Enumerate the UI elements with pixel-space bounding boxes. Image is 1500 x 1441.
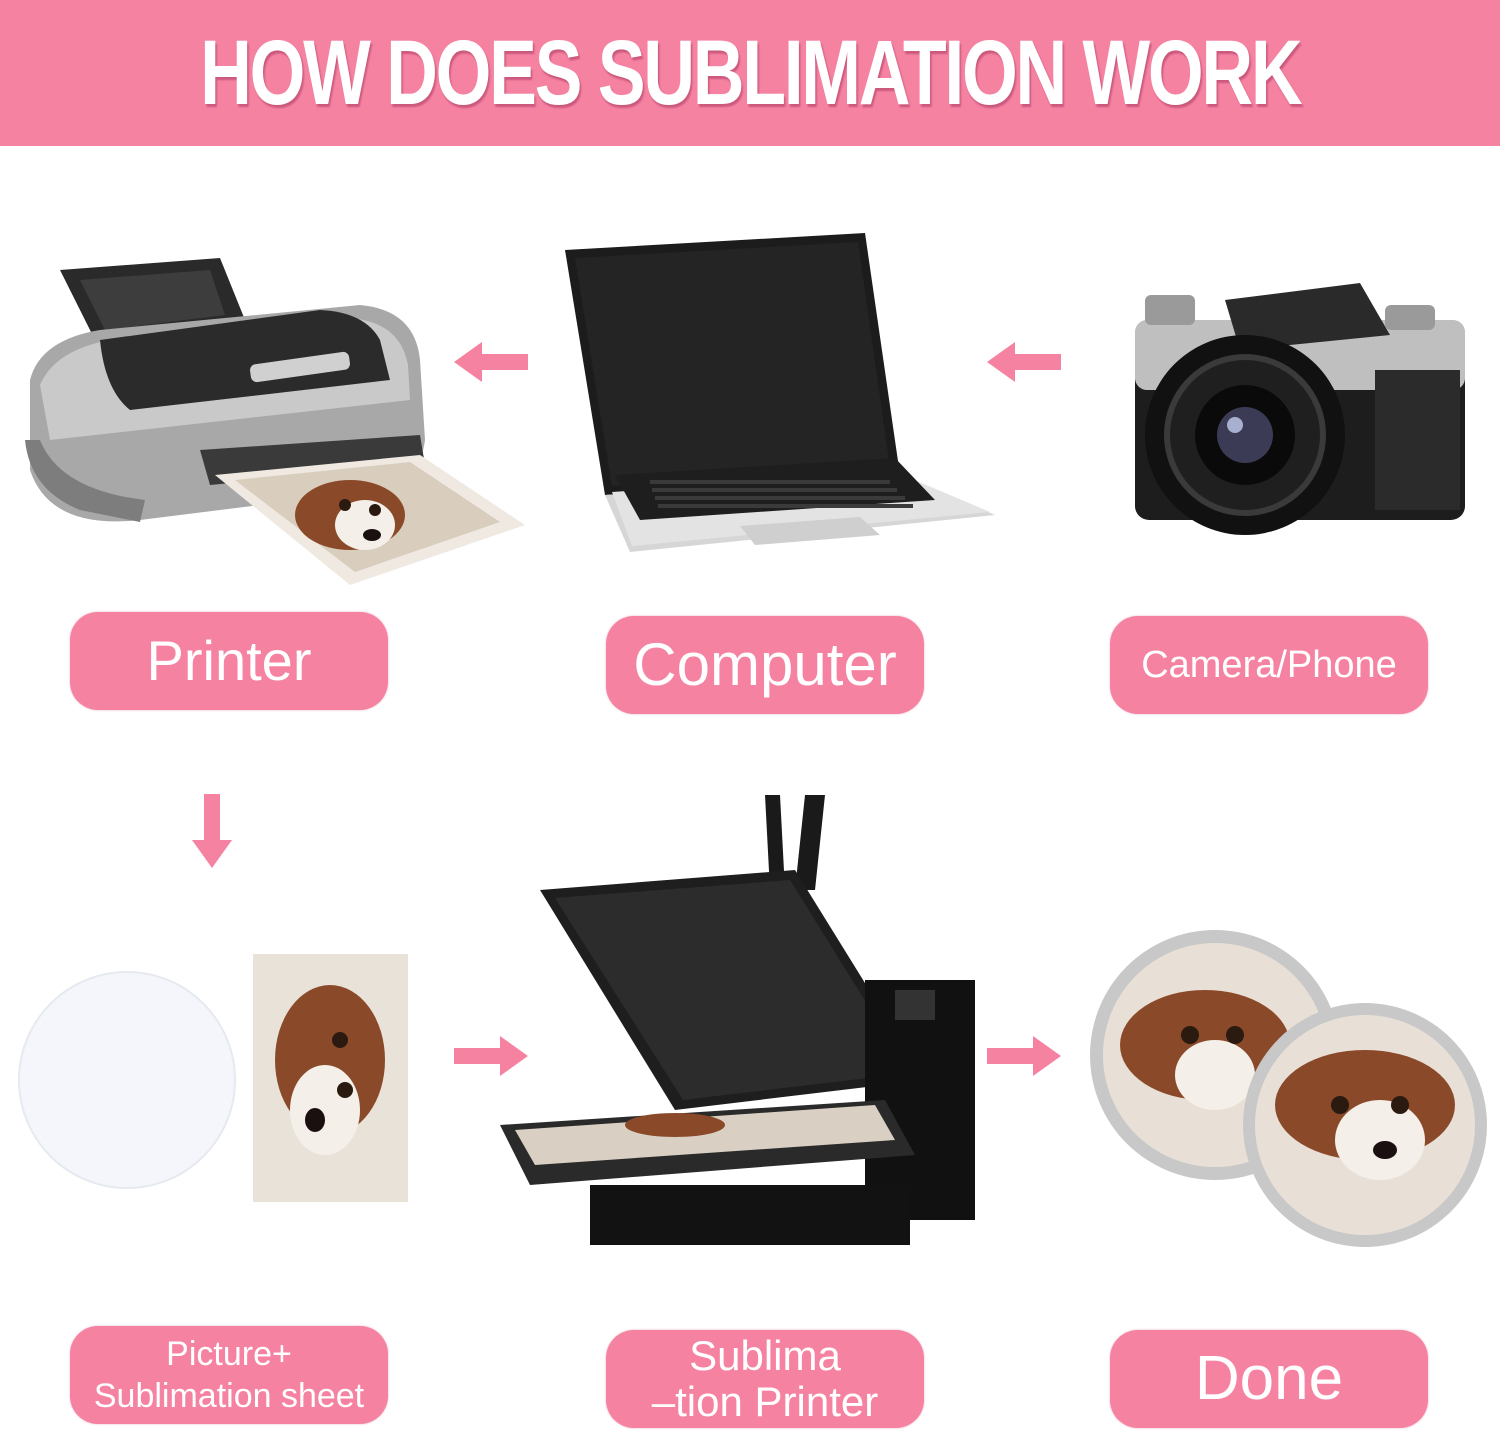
page-title: HOW DOES SUBLIMATION WORK	[199, 21, 1303, 124]
camera-illustration	[1135, 283, 1465, 535]
finished-coasters-illustration	[1090, 930, 1487, 1247]
printer-illustration	[25, 258, 525, 585]
arrow-right-icon	[454, 1036, 528, 1076]
label-done: Done	[1110, 1330, 1428, 1428]
label-computer: Computer	[606, 616, 924, 714]
title-banner: HOW DOES SUBLIMATION WORK	[0, 0, 1500, 146]
arrow-left-icon	[987, 342, 1061, 382]
label-camera-phone: Camera/Phone	[1110, 616, 1428, 714]
arrow-right-icon	[987, 1036, 1061, 1076]
label-sublimation-printer: Sublima –tion Printer	[606, 1330, 924, 1428]
label-picture-sublimation-sheet: Picture+ Sublimation sheet	[70, 1326, 388, 1424]
arrow-left-icon	[454, 342, 528, 382]
arrow-down-icon	[192, 794, 232, 868]
heat-press-illustration	[500, 795, 975, 1245]
label-printer: Printer	[70, 612, 388, 710]
laptop-illustration	[565, 233, 995, 552]
sublimation-sheet-illustration	[18, 954, 408, 1202]
